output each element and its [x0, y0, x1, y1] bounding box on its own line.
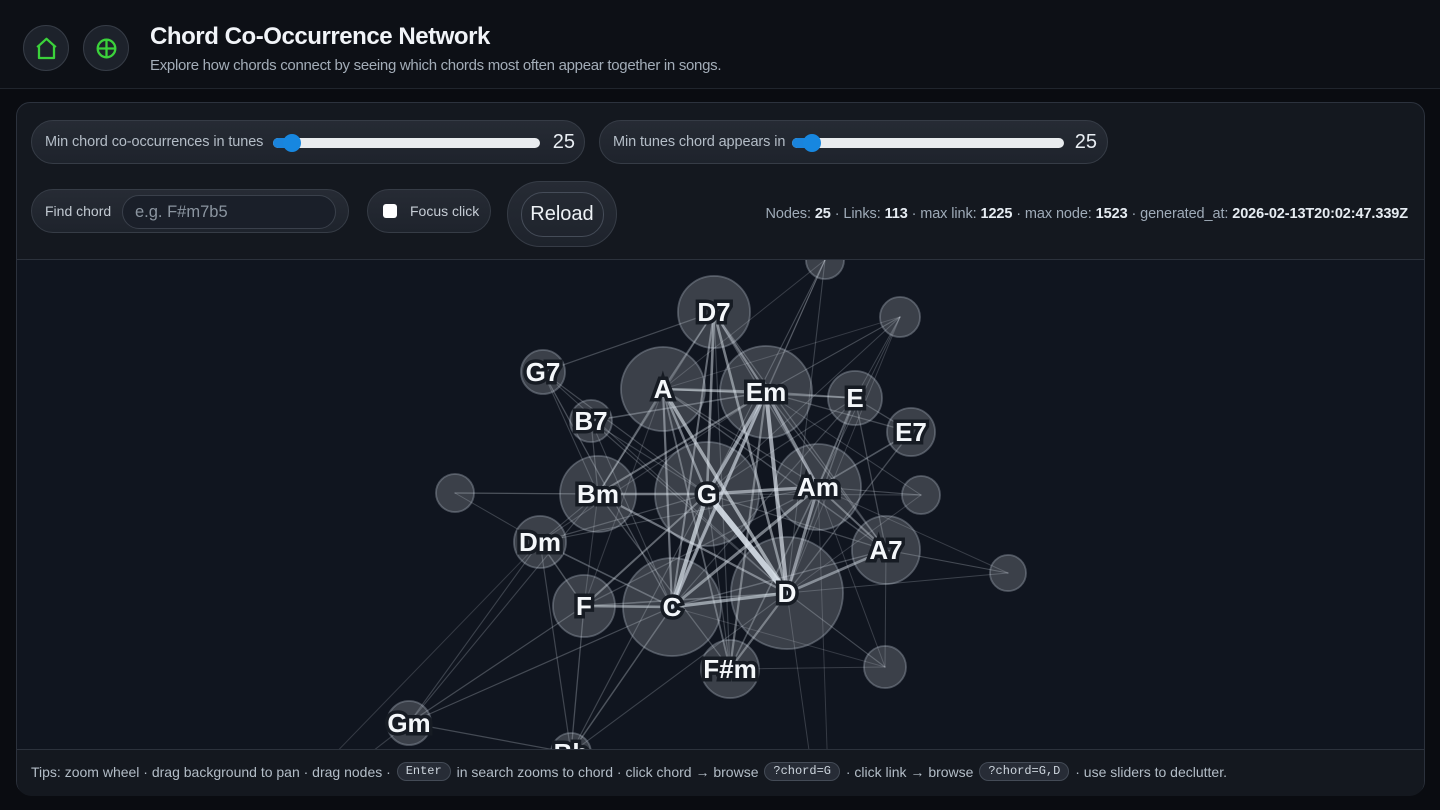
svg-text:G: G: [697, 479, 717, 509]
svg-text:A: A: [654, 374, 673, 404]
svg-text:Dm: Dm: [519, 527, 561, 557]
svg-text:Gm: Gm: [387, 708, 430, 738]
svg-text:G7: G7: [526, 357, 561, 387]
svg-text:D7: D7: [697, 297, 730, 327]
svg-text:C: C: [663, 592, 682, 622]
svg-text:E: E: [846, 383, 863, 413]
svg-text:F#m: F#m: [703, 654, 756, 684]
svg-text:B7: B7: [574, 406, 607, 436]
svg-text:E7: E7: [895, 417, 927, 447]
svg-text:D: D: [778, 578, 797, 608]
svg-text:A7: A7: [869, 535, 902, 565]
svg-text:Bm: Bm: [577, 479, 619, 509]
svg-text:Em: Em: [746, 377, 786, 407]
svg-text:Bb: Bb: [554, 738, 589, 749]
svg-text:Am: Am: [797, 472, 839, 502]
svg-text:F: F: [576, 591, 592, 621]
